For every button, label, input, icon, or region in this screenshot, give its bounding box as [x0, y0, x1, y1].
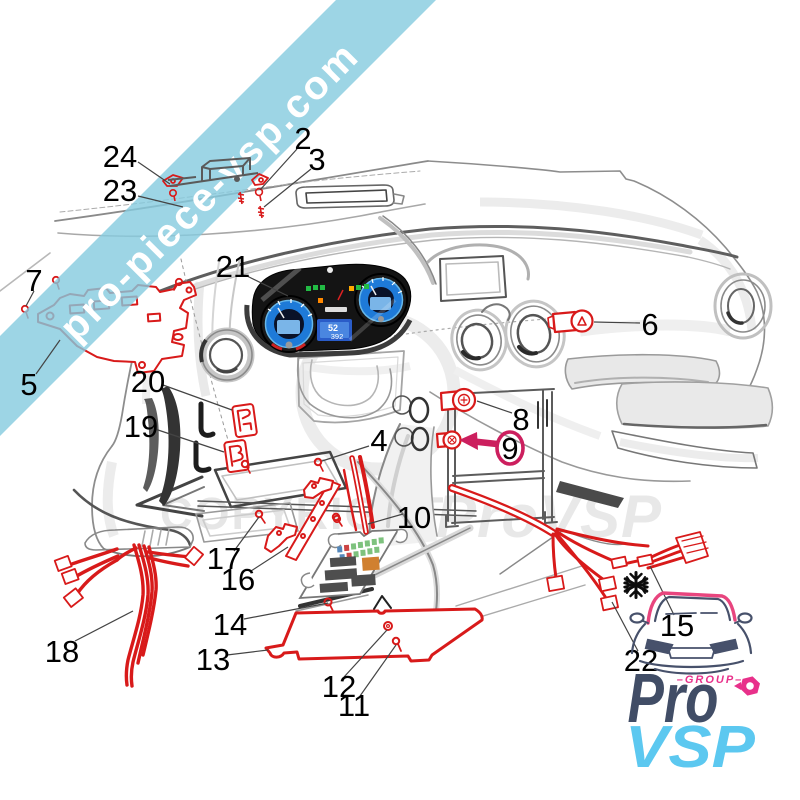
svg-text:Pro: Pro [627, 660, 718, 738]
svg-text:5: 5 [20, 367, 37, 402]
svg-text:7: 7 [25, 263, 42, 298]
svg-text:13: 13 [196, 642, 230, 677]
svg-text:24: 24 [103, 139, 137, 174]
svg-text:10: 10 [397, 500, 431, 535]
svg-text:21: 21 [216, 249, 250, 284]
svg-text:3: 3 [308, 142, 325, 177]
svg-text:–GROUP–: –GROUP– [677, 674, 744, 686]
svg-text:19: 19 [124, 409, 158, 444]
svg-text:52: 52 [328, 323, 338, 333]
svg-text:9: 9 [501, 431, 518, 466]
svg-text:2: 2 [294, 121, 311, 156]
svg-text:12: 12 [322, 669, 356, 704]
svg-text:6: 6 [641, 307, 658, 342]
svg-text:392: 392 [331, 332, 344, 341]
svg-text:20: 20 [131, 364, 165, 399]
svg-text:VSP: VSP [625, 715, 756, 781]
svg-text:14: 14 [213, 607, 247, 642]
svg-text:4: 4 [370, 423, 387, 458]
svg-text:11: 11 [338, 688, 370, 723]
svg-text:17: 17 [207, 541, 241, 576]
svg-text:18: 18 [45, 634, 79, 669]
svg-text:8: 8 [512, 402, 529, 437]
svg-text:23: 23 [103, 173, 137, 208]
svg-text:16: 16 [221, 562, 255, 597]
